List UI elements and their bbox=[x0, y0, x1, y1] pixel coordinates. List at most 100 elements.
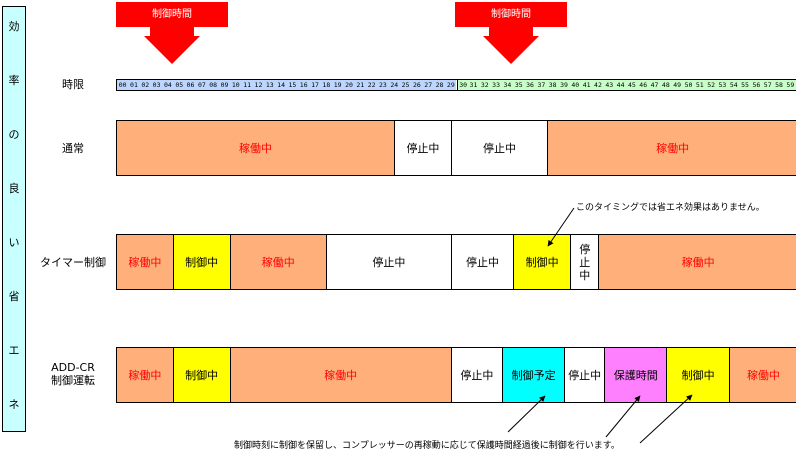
segment-control: 制御中 bbox=[666, 347, 730, 403]
segment-operating: 稼働中 bbox=[229, 234, 327, 290]
addcr-arrow-scheduled bbox=[507, 395, 546, 433]
timeline-minute: 40 bbox=[569, 80, 581, 90]
vertical-title-char: の bbox=[8, 128, 20, 141]
timeline-minute: 34 bbox=[501, 80, 514, 90]
timeline-minute: 26 bbox=[411, 80, 423, 90]
vertical-title-char: 良 bbox=[8, 182, 20, 195]
segment-operating: 稼働中 bbox=[598, 234, 796, 290]
addcr-arrow-control bbox=[639, 394, 693, 444]
control-marker-label: 制御時間 bbox=[455, 2, 567, 27]
row-label-timer: タイマー制御 bbox=[40, 256, 106, 269]
timeline-minute: 29 bbox=[445, 80, 457, 90]
timeline-minute: 35 bbox=[513, 80, 525, 90]
note-addcr: 制御時刻に制御を保留し、コンプレッサーの再稼動に応じて保護時間経過後に制御を行い… bbox=[234, 441, 620, 451]
timeline-minute: 49 bbox=[671, 80, 683, 90]
segment-control: 制御中 bbox=[172, 234, 231, 290]
timeline-minute: 43 bbox=[603, 80, 615, 90]
segment-stopped: 停止中 bbox=[564, 347, 606, 403]
segment-stopped: 停止中 bbox=[325, 234, 452, 290]
timeline-minute: 59 bbox=[784, 80, 796, 90]
vertical-title-char: 省 bbox=[8, 290, 20, 303]
segment-operating: 稼働中 bbox=[116, 234, 174, 290]
segment-stopped: 停止中 bbox=[450, 234, 515, 290]
timeline-minute: 25 bbox=[399, 80, 412, 90]
timeline-minute: 51 bbox=[694, 80, 706, 90]
vertical-title-char: ネ bbox=[8, 398, 20, 411]
timeline-minute: 47 bbox=[648, 80, 661, 90]
segment-stopped: 停止中 bbox=[394, 120, 452, 176]
vertical-title-char: い bbox=[8, 236, 20, 249]
control-marker-label: 制御時間 bbox=[116, 2, 228, 27]
timeline-minute: 20 bbox=[343, 80, 355, 90]
vertical-title-char: エ bbox=[8, 344, 20, 357]
timeline-minute: 55 bbox=[739, 80, 751, 90]
timeline-minute: 23 bbox=[377, 80, 389, 90]
timeline-minute: 37 bbox=[535, 80, 548, 90]
timeline-minute: 16 bbox=[298, 80, 310, 90]
timeline-minute: 11 bbox=[241, 80, 253, 90]
timeline-minute: 48 bbox=[660, 80, 672, 90]
timeline-minute: 45 bbox=[626, 80, 638, 90]
down-arrow-icon bbox=[144, 36, 200, 64]
note-timer: このタイミングでは省エネ効果はありません。 bbox=[576, 203, 765, 213]
timeline-minute: 21 bbox=[354, 80, 366, 90]
timeline-minute: 30 bbox=[456, 80, 469, 90]
timeline-minute: 02 bbox=[139, 80, 151, 90]
timeline-minute: 38 bbox=[547, 80, 559, 90]
timeline-minute: 33 bbox=[490, 80, 502, 90]
timeline-minute: 12 bbox=[252, 80, 265, 90]
timeline-label: 時限 bbox=[62, 78, 84, 91]
segment-stopped: 停止中 bbox=[450, 347, 503, 403]
timeline-minute: 13 bbox=[264, 80, 276, 90]
segment-operating: 稼働中 bbox=[116, 347, 174, 403]
timeline-minute: 42 bbox=[592, 80, 604, 90]
timeline-minute: 32 bbox=[479, 80, 491, 90]
vertical-title-char: 効 bbox=[8, 20, 20, 33]
segment-operating: 稼働中 bbox=[229, 347, 452, 403]
control-marker-2: 制御時間 bbox=[455, 2, 567, 64]
timeline-minute: 17 bbox=[309, 80, 321, 90]
segment-operating: 稼働中 bbox=[116, 120, 396, 176]
segment-operating: 稼働中 bbox=[547, 120, 796, 176]
timeline-minute: 14 bbox=[275, 80, 287, 90]
timeline-minute: 03 bbox=[150, 80, 163, 90]
timeline-minute: 00 bbox=[117, 80, 129, 90]
segment-operating: 稼働中 bbox=[728, 347, 796, 403]
row-label-addcr: ADD-CR 制御運転 bbox=[51, 361, 95, 387]
timeline-minute: 09 bbox=[218, 80, 231, 90]
addcr-arrow-protection bbox=[605, 395, 641, 438]
timeline-minute: 05 bbox=[173, 80, 185, 90]
timeline-minute: 19 bbox=[332, 80, 344, 90]
timeline-minute: 22 bbox=[365, 80, 378, 90]
segment-protection: 保護時間 bbox=[604, 347, 668, 403]
row-label-normal: 通常 bbox=[62, 142, 84, 155]
segment-stopped: 停止中 bbox=[570, 234, 600, 290]
timeline-minute: 46 bbox=[637, 80, 649, 90]
timeline-minute: 39 bbox=[558, 80, 570, 90]
segment-stopped: 停止中 bbox=[450, 120, 549, 176]
timeline-minute: 31 bbox=[467, 80, 480, 90]
segment-control: 制御中 bbox=[513, 234, 571, 290]
timeline-minute: 58 bbox=[773, 80, 785, 90]
timeline-minute: 41 bbox=[580, 80, 593, 90]
vertical-title-char: 率 bbox=[8, 74, 20, 87]
vertical-title: 効率の良い省エネ bbox=[2, 6, 26, 432]
timeline-minute: 53 bbox=[716, 80, 729, 90]
timeline-minute: 10 bbox=[230, 80, 242, 90]
timeline-minute: 06 bbox=[184, 80, 197, 90]
timeline-minute: 57 bbox=[762, 80, 774, 90]
timeline-minute: 24 bbox=[388, 80, 400, 90]
timeline-minute: 50 bbox=[682, 80, 695, 90]
timeline-minute: 54 bbox=[728, 80, 740, 90]
timeline-minute: 44 bbox=[614, 80, 627, 90]
timeline-minute: 18 bbox=[320, 80, 332, 90]
control-marker-1: 制御時間 bbox=[116, 2, 228, 64]
segment-control: 制御中 bbox=[172, 347, 231, 403]
timeline-minute: 15 bbox=[286, 80, 299, 90]
timeline-minute: 36 bbox=[524, 80, 536, 90]
timeline-minute: 52 bbox=[705, 80, 717, 90]
timeline-minute: 56 bbox=[750, 80, 763, 90]
